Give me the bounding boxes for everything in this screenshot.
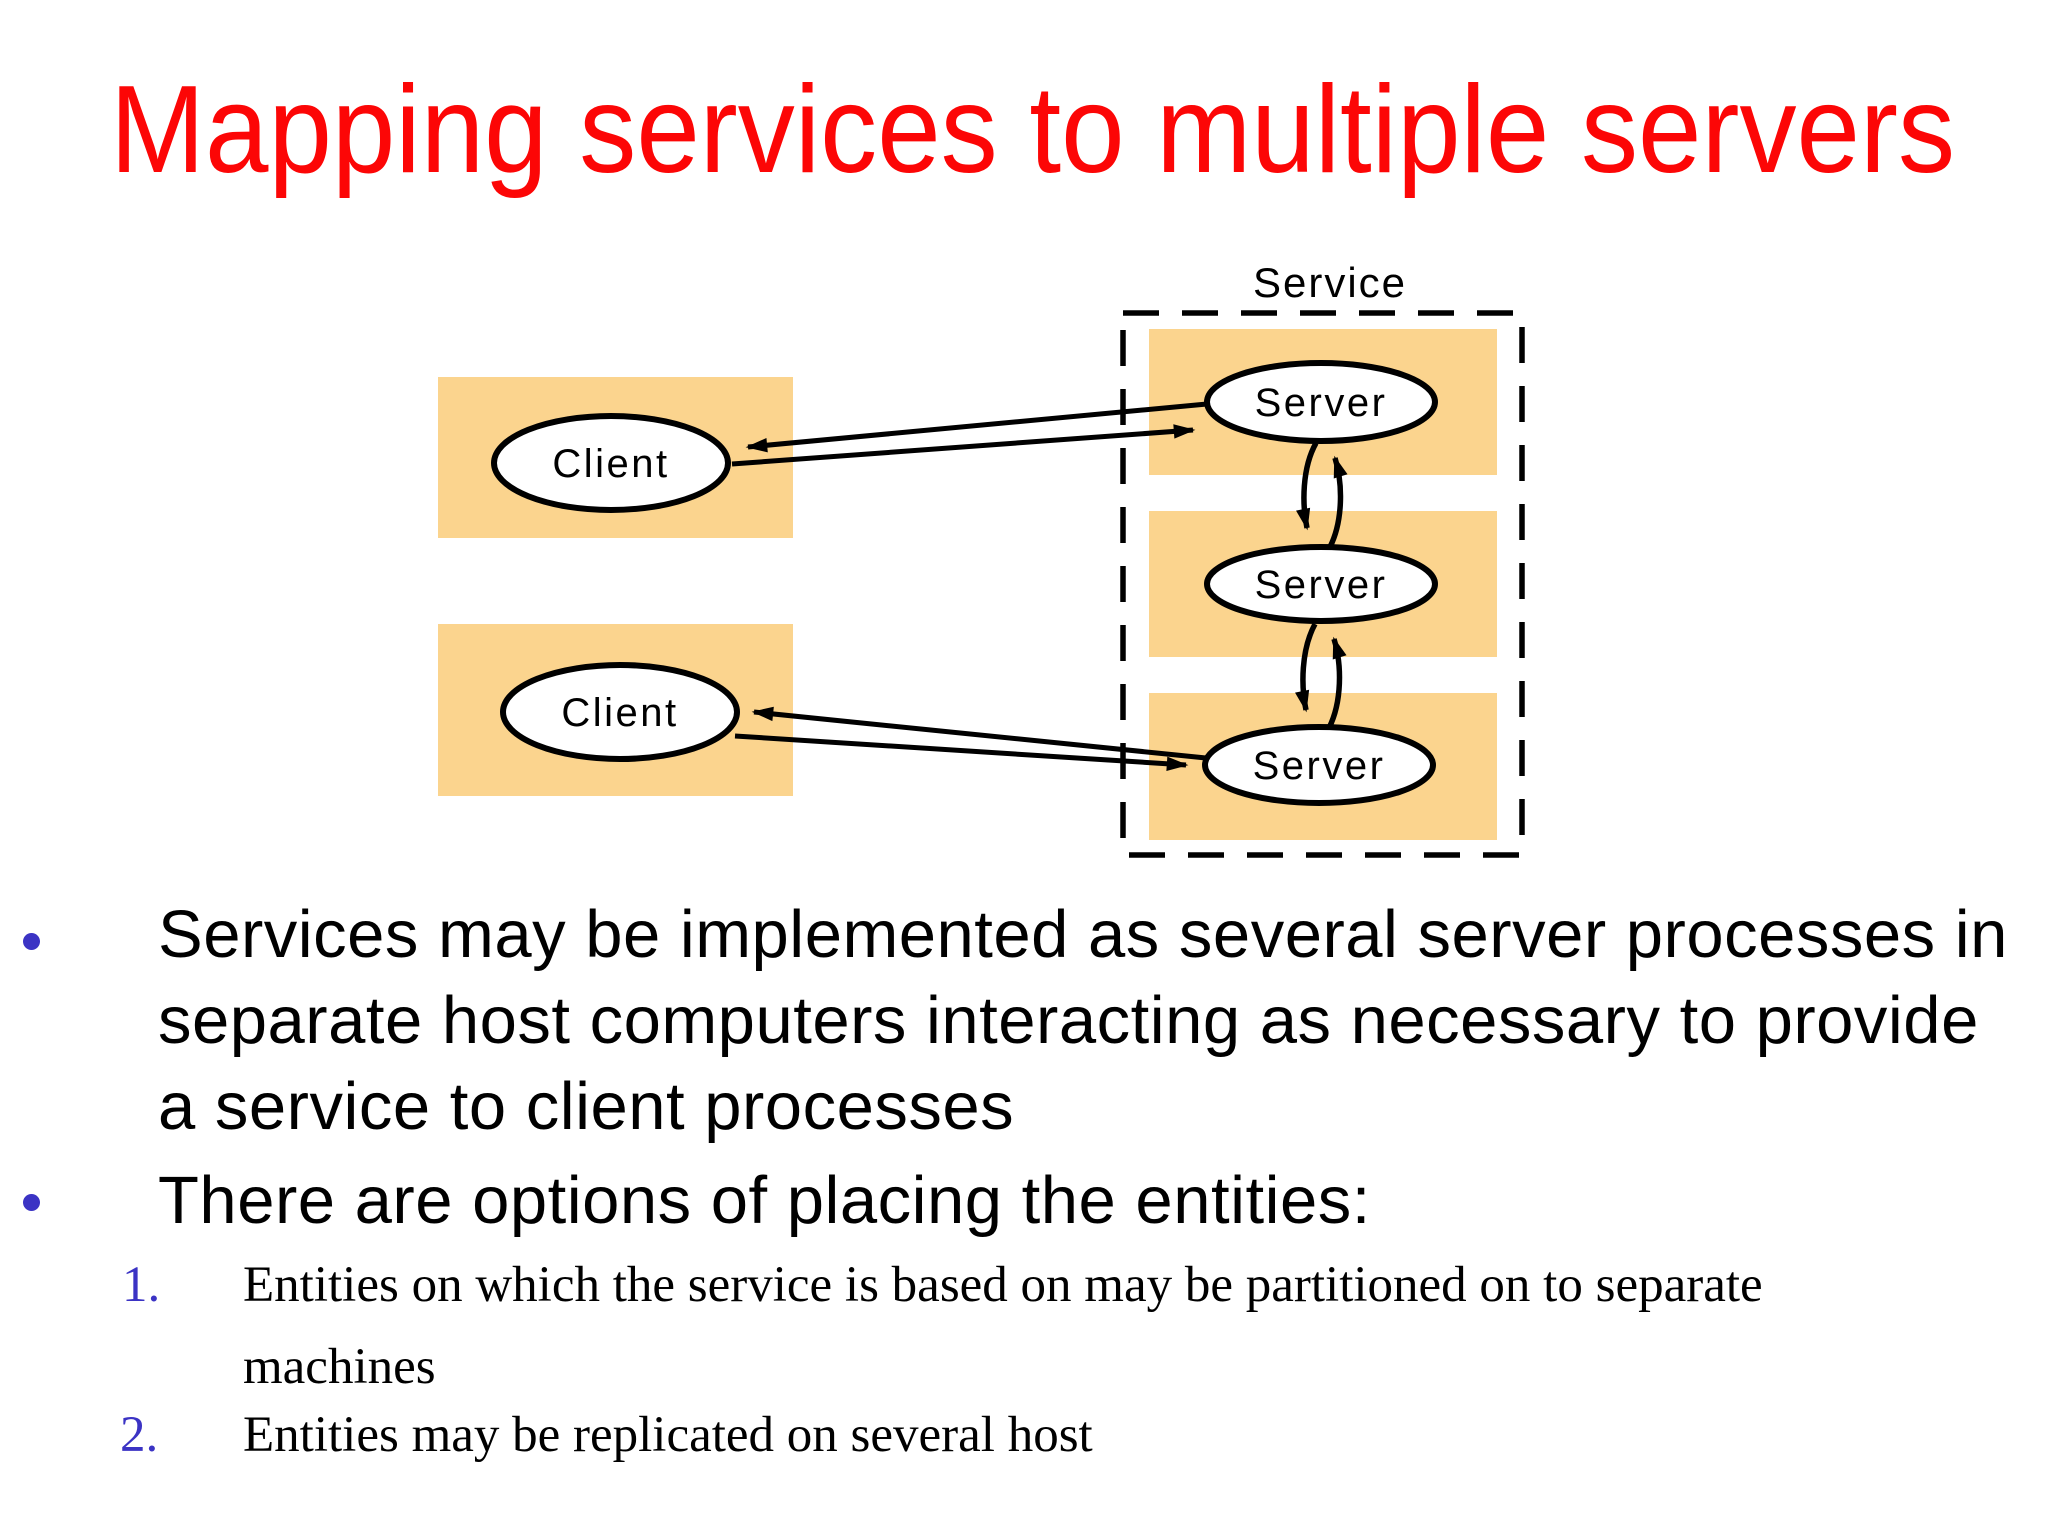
arrow-server3-to-client2 bbox=[751, 706, 1207, 761]
arrow-server1-to-client1 bbox=[745, 401, 1208, 453]
server-ellipse-2 bbox=[1204, 544, 1438, 624]
client-label-1: Client bbox=[552, 442, 669, 486]
numbered-item-1-line-2: machines bbox=[243, 1339, 436, 1395]
arrow-server2-to-server1 bbox=[1327, 455, 1348, 549]
bullet-2: There are options of placing the entitie… bbox=[158, 1158, 1371, 1244]
arrow-client2-to-server3 bbox=[734, 733, 1189, 771]
bullet-1: Services may be implemented as several s… bbox=[158, 892, 2008, 1150]
server-label-2: Server bbox=[1255, 563, 1388, 607]
numbered-item-1-line-1: Entities on which the service is based o… bbox=[243, 1257, 1763, 1313]
bullet-2-line-1: There are options of placing the entitie… bbox=[158, 1163, 1371, 1238]
numbered-item-2-number: 2. bbox=[120, 1407, 159, 1463]
bullet-1-line-2: separate host computers interacting as n… bbox=[158, 983, 1979, 1058]
arrow-server1-to-server2 bbox=[1296, 441, 1319, 531]
service-boundary bbox=[1120, 310, 1525, 858]
arrow-client1-to-server1 bbox=[731, 424, 1196, 467]
client-ellipse-1 bbox=[491, 413, 731, 513]
client-label-2: Client bbox=[561, 691, 678, 735]
bullet-marker-1 bbox=[23, 933, 40, 950]
server-label-1: Server bbox=[1255, 381, 1388, 425]
numbered-item-1: Entities on which the service is based o… bbox=[243, 1244, 1763, 1408]
bullet-marker-2 bbox=[23, 1194, 40, 1211]
bullet-1-line-3: a service to client processes bbox=[158, 1069, 1015, 1144]
numbered-item-2: Entities may be replicated on several ho… bbox=[243, 1394, 1093, 1476]
bullet-1-line-1: Services may be implemented as several s… bbox=[158, 897, 2008, 972]
page-title: Mapping services to multiple servers bbox=[110, 61, 1956, 199]
numbered-item-1-number: 1. bbox=[122, 1257, 161, 1313]
client-ellipse-2 bbox=[500, 662, 740, 762]
server-ellipse-1 bbox=[1204, 360, 1438, 444]
arrow-server2-to-server3 bbox=[1295, 622, 1318, 713]
arrow-server3-to-server2 bbox=[1326, 636, 1347, 730]
server-ellipse-3 bbox=[1202, 724, 1436, 806]
service-label: Service bbox=[1253, 259, 1407, 306]
numbered-item-2-line-1: Entities may be replicated on several ho… bbox=[243, 1407, 1093, 1463]
server-label-3: Server bbox=[1253, 744, 1386, 788]
